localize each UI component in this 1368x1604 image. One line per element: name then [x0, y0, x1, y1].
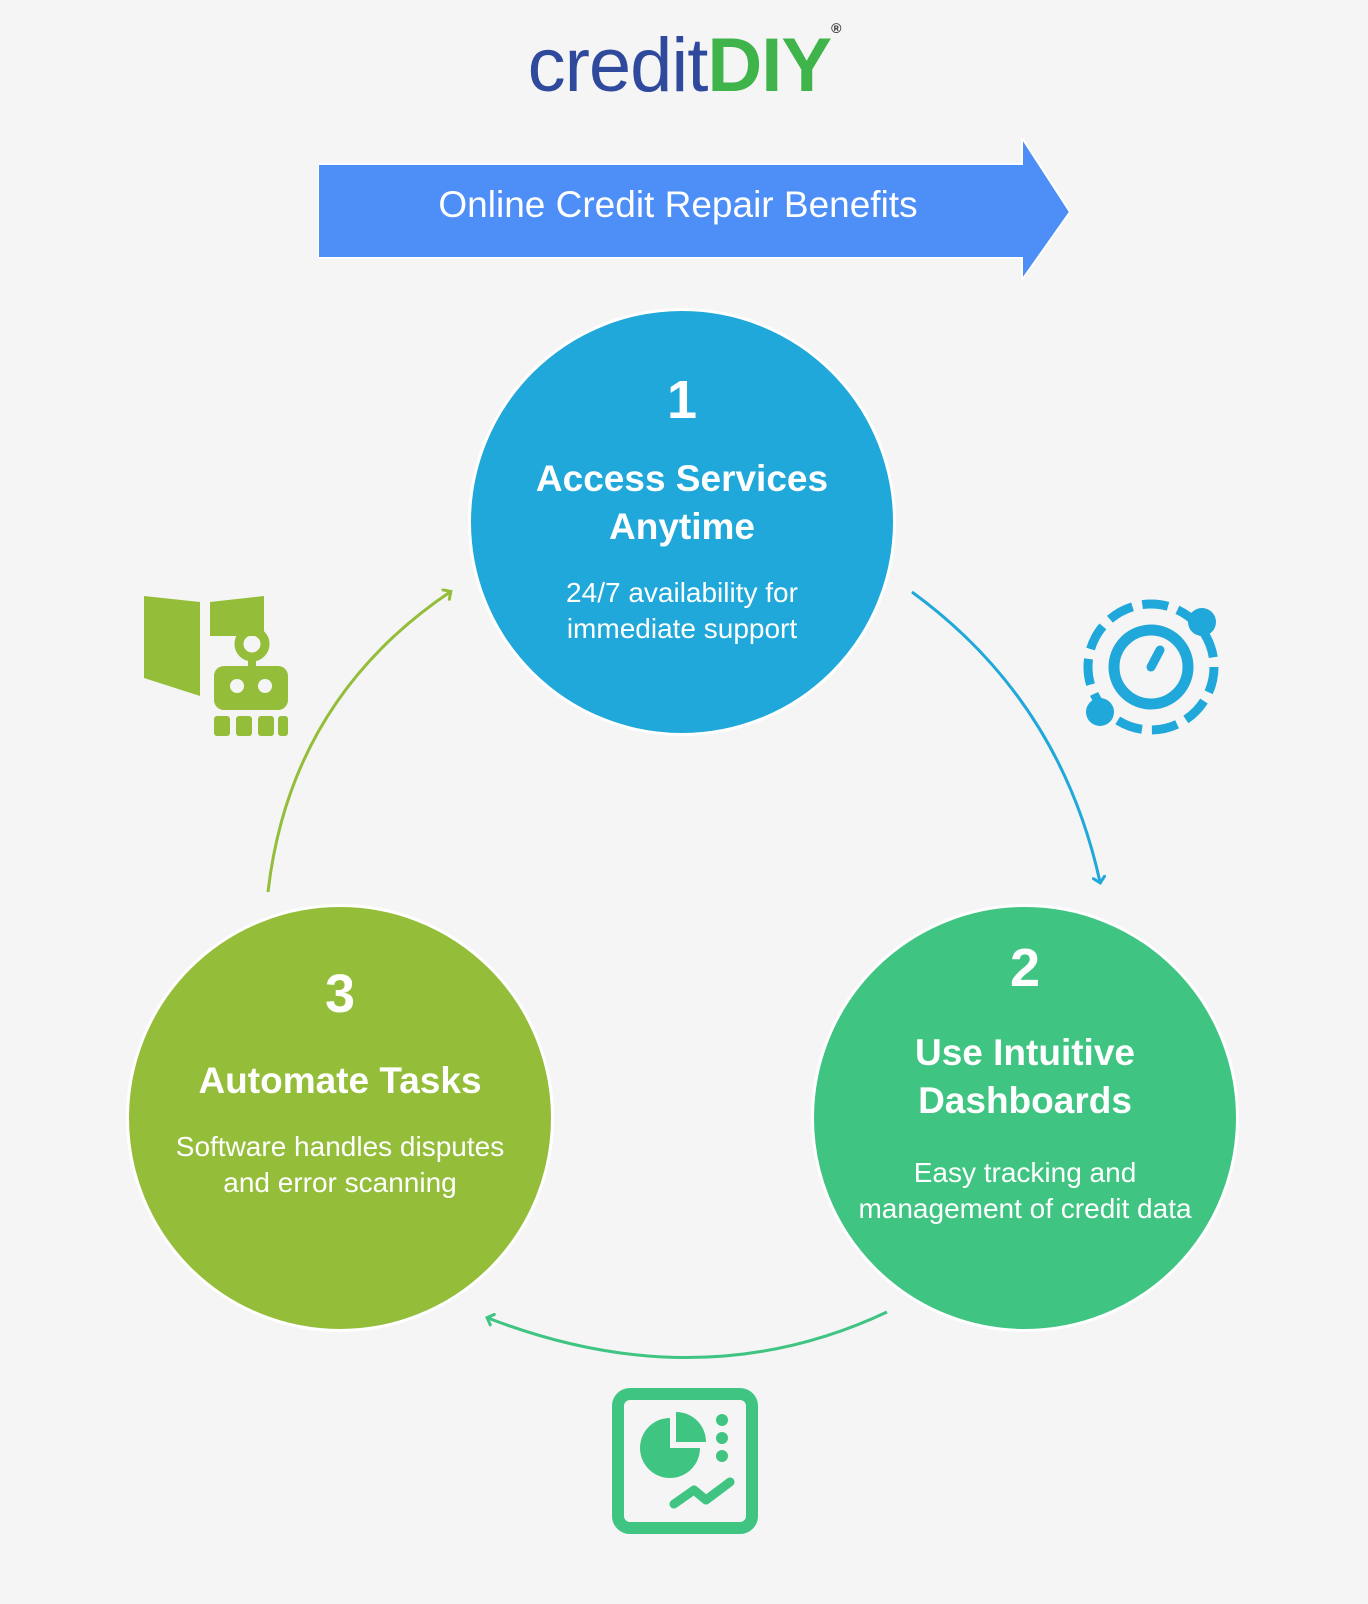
logo-registered-mark: ® — [831, 19, 841, 36]
step-1-description: 24/7 availability for immediate support — [566, 577, 798, 644]
step-3-title: Automate Tasks — [198, 1060, 482, 1101]
arrow-1-to-2 — [911, 590, 1100, 882]
logo-diy: DIY — [707, 23, 832, 108]
book-robot-icon — [144, 596, 288, 736]
logo-credit: credit — [527, 23, 709, 108]
clock-orbit-icon — [1083, 599, 1219, 735]
arrow-2-to-3 — [488, 1310, 888, 1360]
brand-logo: creditDIY® — [0, 21, 1368, 104]
step-1-number: 1 — [666, 370, 698, 430]
step-2-number: 2 — [1009, 938, 1041, 998]
step-2-circle: 2 Use Intuitive Dashboards Easy tracking… — [811, 904, 1239, 1332]
arrow-3-to-1 — [266, 592, 450, 893]
step-2-description: Easy tracking and management of credit d… — [858, 1157, 1192, 1224]
step-3-number: 3 — [324, 964, 356, 1024]
dashboard-chart-icon — [612, 1388, 758, 1534]
step-1-circle: 1 Access Services Anytime 24/7 availabil… — [468, 308, 896, 736]
step-1-title: Access Services Anytime — [535, 458, 829, 547]
step-3-circle: 3 Automate Tasks Software handles disput… — [126, 904, 554, 1332]
title-banner-arrow: Online Credit Repair Benefits — [318, 138, 1070, 280]
step-2-title: Use Intuitive Dashboards — [915, 1032, 1135, 1121]
banner-arrow-shape — [318, 138, 1070, 280]
banner-title: Online Credit Repair Benefits — [438, 184, 918, 225]
step-3-description: Software handles disputes and error scan… — [175, 1131, 505, 1198]
